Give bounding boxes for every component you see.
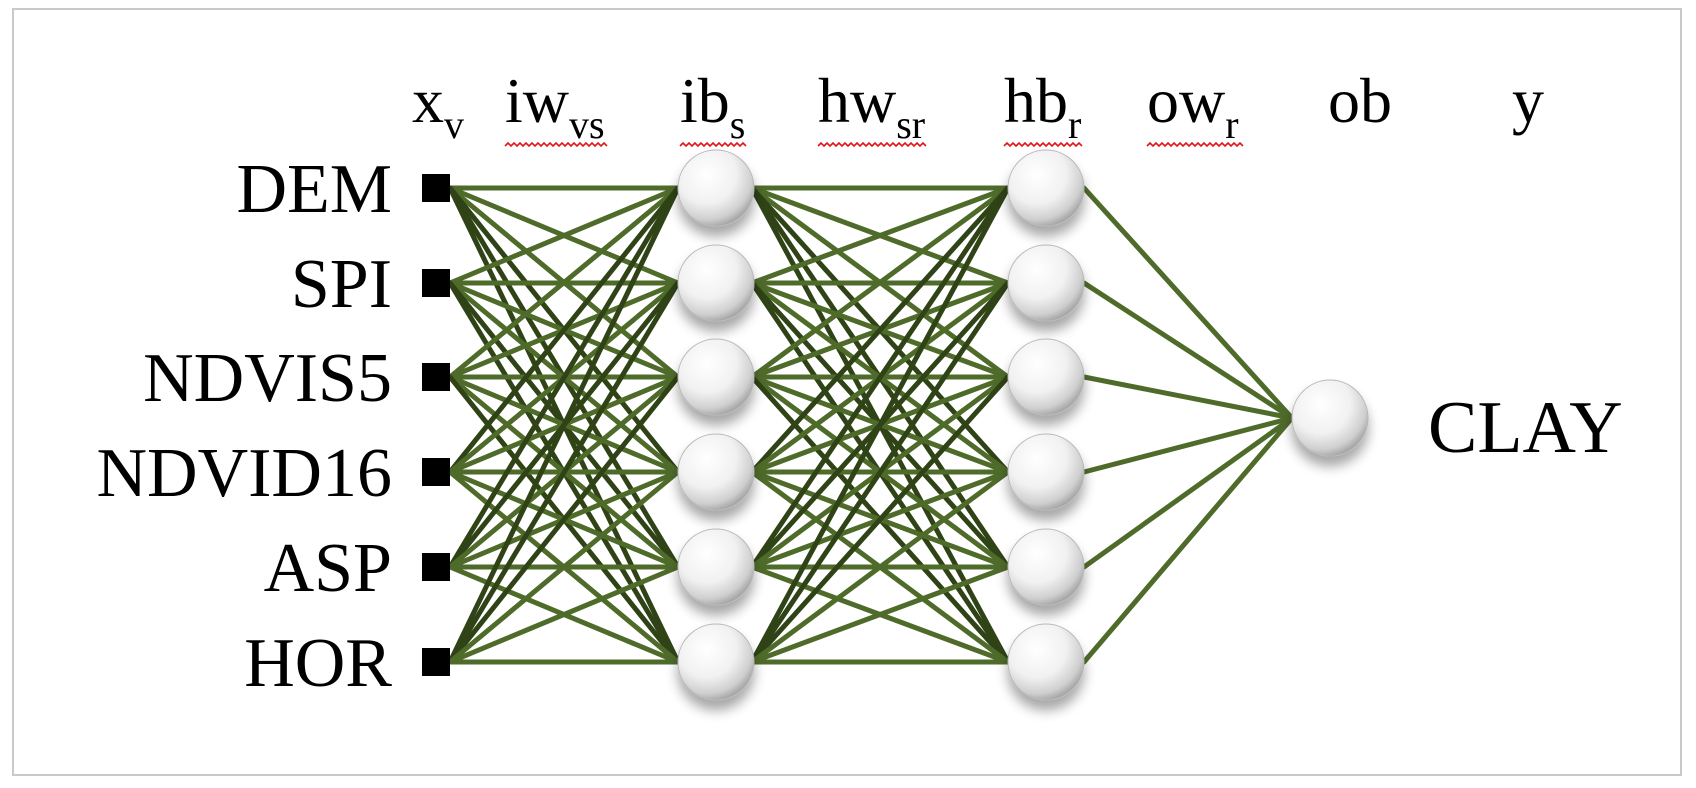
header-hb-r: hbr — [1004, 65, 1081, 147]
input-label-spi: SPI — [291, 246, 392, 323]
header-ow-r: owr — [1147, 65, 1239, 147]
hidden1-hidden2-weight — [749, 469, 1011, 665]
input-label-ndvid16: NDVID16 — [96, 435, 392, 512]
input-node-marker — [422, 648, 450, 676]
input-hidden1-weight — [447, 280, 681, 665]
output-node — [1291, 379, 1369, 457]
hidden1-node — [677, 338, 755, 416]
hidden2-node — [1007, 149, 1085, 227]
input-label-dem: DEM — [236, 151, 392, 228]
header-x-v: xv — [412, 65, 464, 147]
hidden2-output-weight — [1081, 280, 1295, 421]
hidden1-node — [677, 149, 755, 227]
input-node-marker — [422, 269, 450, 297]
input-hidden1-weight — [447, 374, 681, 665]
hidden2-node — [1007, 528, 1085, 606]
hidden2-output-weight — [1081, 415, 1295, 475]
hidden2-node — [1007, 433, 1085, 511]
hidden1-node — [677, 528, 755, 606]
hidden2-output-weight — [1081, 185, 1295, 421]
spellcheck-underline — [679, 141, 747, 148]
output-label: CLAY — [1428, 387, 1623, 469]
neuron-nodes — [677, 149, 1369, 701]
hidden2-node — [1007, 244, 1085, 322]
input-hidden1-weight — [447, 469, 681, 665]
hidden1-hidden2-weight — [749, 374, 1011, 665]
header-ib-s: ibs — [680, 65, 745, 147]
input-hidden1-weight — [447, 185, 681, 570]
input-node-marker — [422, 458, 450, 486]
input-hidden1-weight — [447, 564, 681, 665]
hidden2-output-weight — [1081, 415, 1295, 570]
hidden1-node — [677, 433, 755, 511]
input-label-asp: ASP — [264, 530, 392, 607]
hidden1-hidden2-weight — [749, 185, 1011, 570]
input-node-marker — [422, 363, 450, 391]
hidden1-hidden2-weight — [749, 185, 1011, 286]
hidden1-hidden2-weight — [749, 280, 1011, 665]
hidden2-output-weight — [1081, 415, 1295, 665]
hidden1-hidden2-weight — [749, 185, 1011, 475]
hidden1-hidden2-weight — [749, 185, 1011, 380]
spellcheck-underline — [504, 141, 608, 148]
hidden1-node — [677, 623, 755, 701]
spellcheck-underline — [1146, 141, 1244, 148]
input-hidden1-weight — [447, 185, 681, 380]
hidden2-node — [1007, 623, 1085, 701]
hidden2-output-weight — [1081, 374, 1295, 421]
hidden1-node — [677, 244, 755, 322]
input-node-marker — [422, 174, 450, 202]
input-markers — [422, 174, 450, 676]
hidden2-node — [1007, 338, 1085, 416]
hidden1-hidden2-weight — [749, 564, 1011, 665]
input-label-ndvis5: NDVIS5 — [143, 340, 392, 417]
input-hidden1-weight — [447, 185, 681, 286]
header-hw-sr: hwsr — [818, 65, 925, 147]
input-node-marker — [422, 553, 450, 581]
connection-weights — [447, 185, 1295, 665]
input-label-hor: HOR — [244, 625, 392, 702]
spellcheck-underline — [1003, 141, 1083, 148]
spellcheck-underline — [817, 141, 927, 148]
header-iw-vs: iwvs — [505, 65, 605, 147]
hidden1-hidden2-weight — [749, 185, 1011, 665]
header-ob: ob — [1328, 65, 1392, 136]
input-hidden1-weight — [447, 185, 681, 665]
header-y: y — [1512, 65, 1544, 136]
input-hidden1-weight — [447, 185, 681, 475]
